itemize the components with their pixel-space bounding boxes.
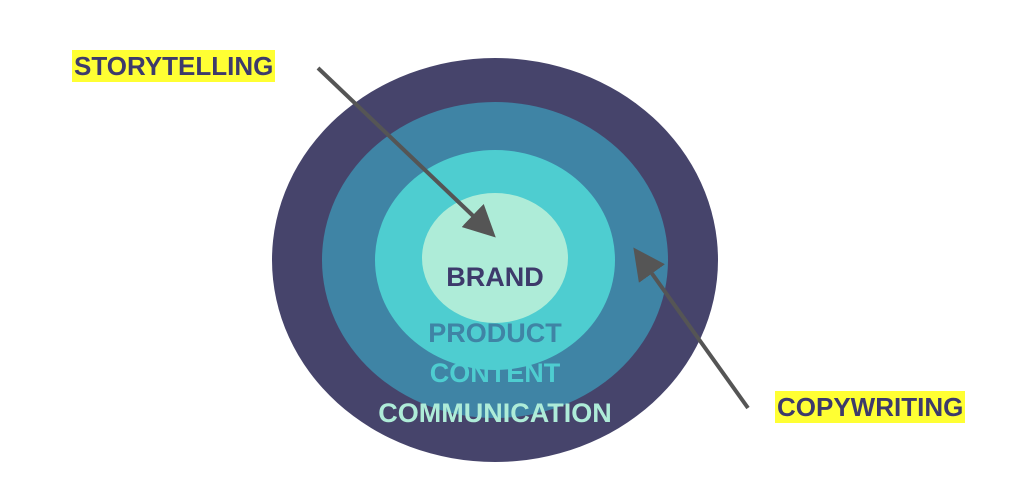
storytelling-arrow	[316, 66, 496, 238]
brand-core	[422, 193, 568, 323]
storytelling-label: STORYTELLING	[72, 50, 276, 82]
copywriting-label: COPYWRITING	[775, 391, 966, 423]
copywriting-arrow	[633, 247, 750, 410]
communication-text: COMMUNICATION	[378, 398, 612, 428]
content-text: CONTENT	[429, 358, 561, 388]
brand-text: BRAND	[446, 262, 544, 292]
product-text: PRODUCT	[428, 318, 562, 348]
